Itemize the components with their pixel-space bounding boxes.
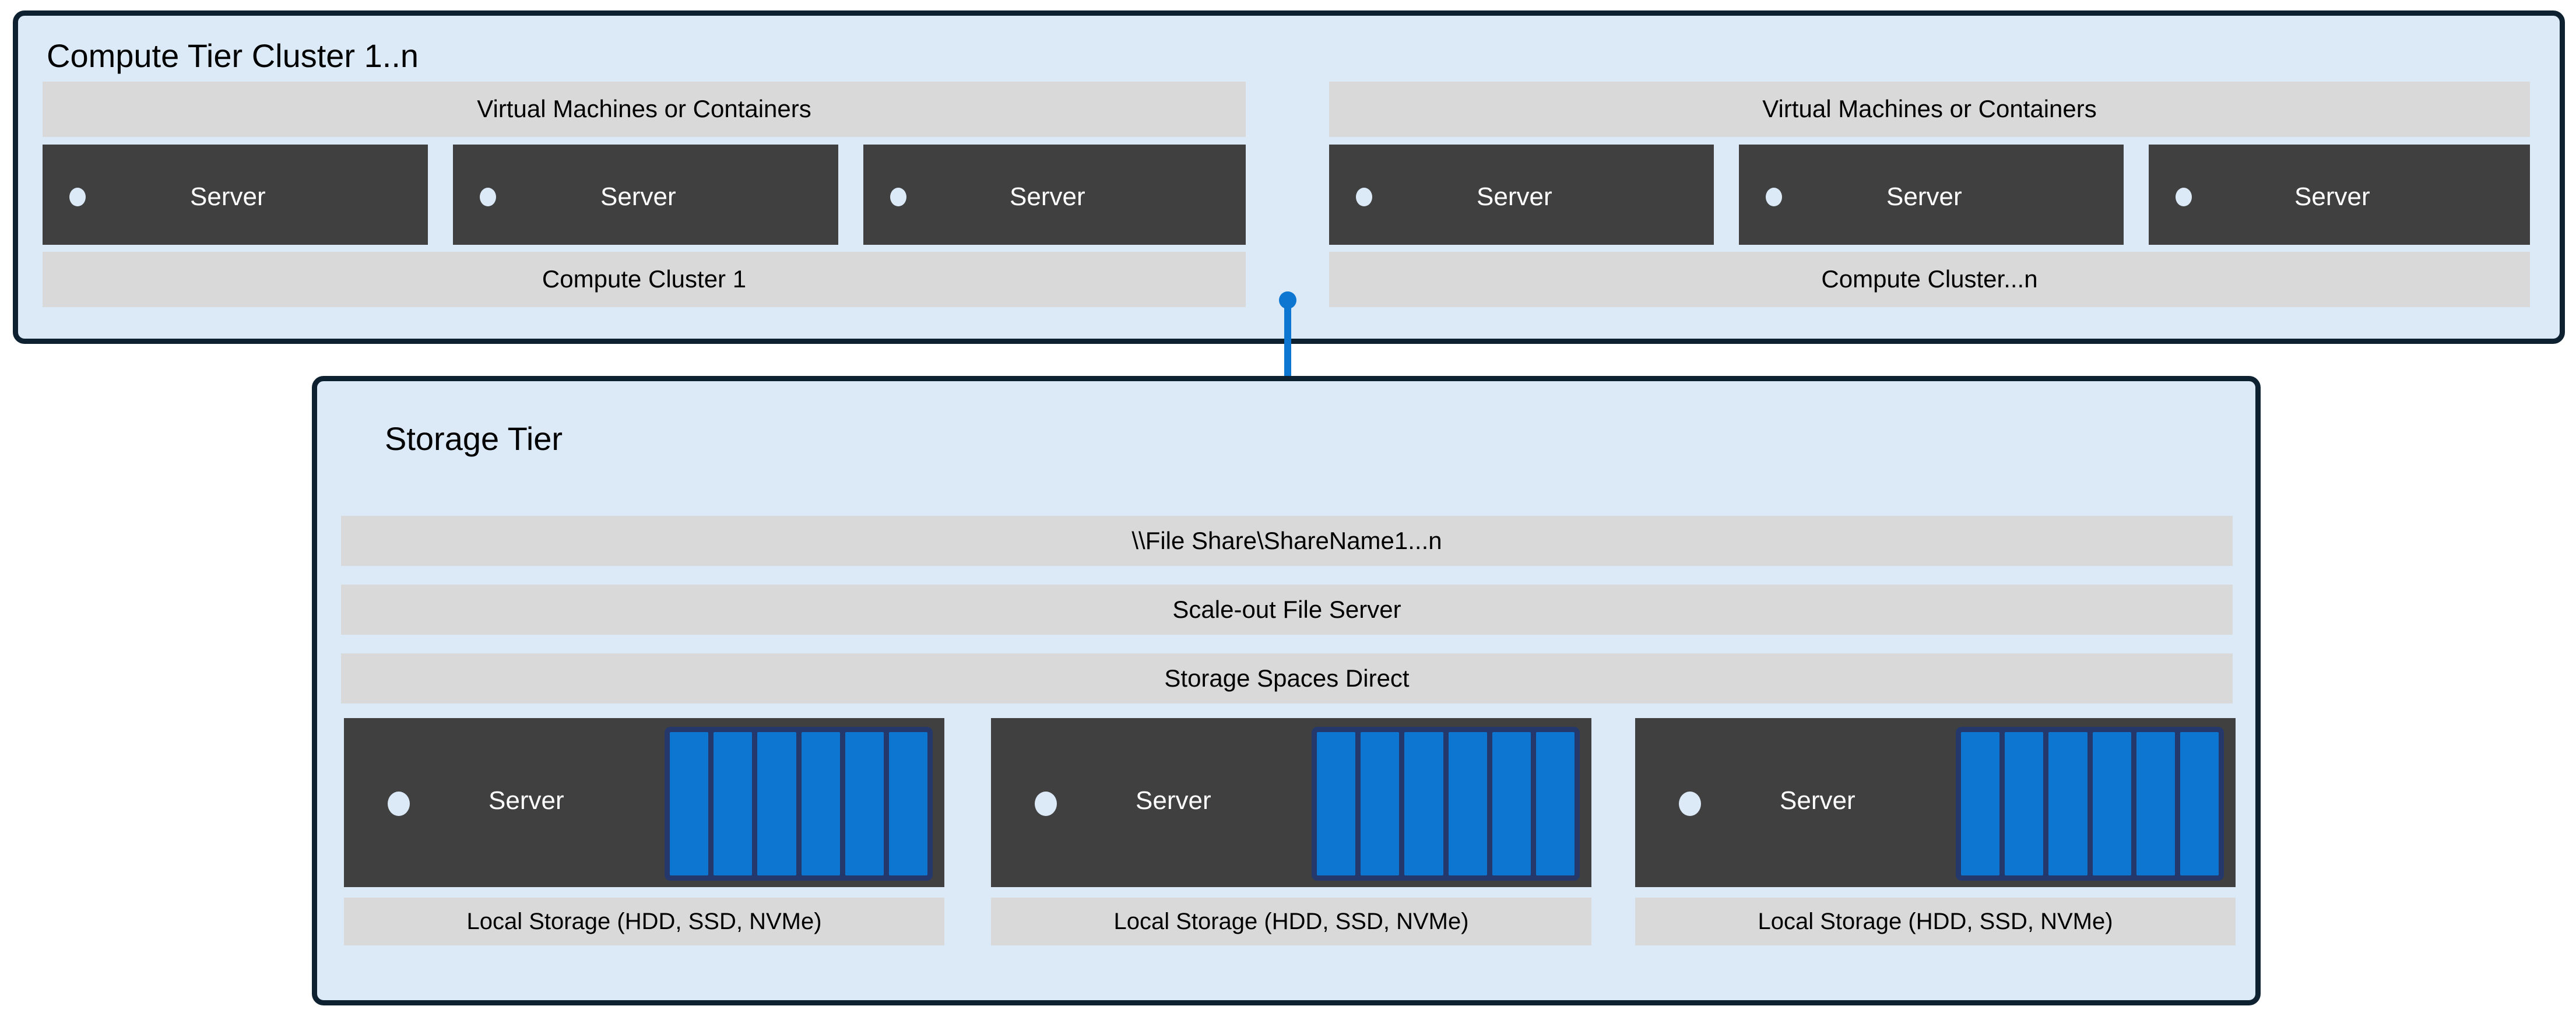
server-status-led [1766, 188, 1782, 206]
compute-tier-title: Compute Tier Cluster 1..n [47, 37, 419, 74]
disk-bay [757, 732, 796, 875]
disk-bay [1317, 732, 1356, 875]
storage-node-3-server: Server [1635, 718, 2236, 887]
disk-bay [714, 732, 753, 875]
cluster-1-server-3: Server [863, 145, 1246, 245]
server-status-led [1679, 792, 1701, 816]
storage-node-1-server: Server [344, 718, 944, 887]
disk-bay [1535, 732, 1575, 875]
server-label: Server [1477, 182, 1552, 211]
storage-band-scale-out-file-server: Scale-out File Server [341, 585, 2233, 635]
server-label: Server [600, 182, 676, 211]
server-label: Server [489, 786, 564, 815]
storage-node-3-local-storage-band: Local Storage (HDD, SSD, NVMe) [1635, 898, 2236, 945]
server-status-led [69, 188, 86, 206]
cluster-n-server-3: Server [2149, 145, 2530, 245]
disk-array [665, 727, 933, 881]
storage-node-1-local-storage-band: Local Storage (HDD, SSD, NVMe) [344, 898, 944, 945]
server-label: Server [1136, 786, 1211, 815]
disk-bay [2092, 732, 2131, 875]
cluster-1-server-1: Server [43, 145, 428, 245]
server-label: Server [1780, 786, 1855, 815]
cluster-n-name-band: Compute Cluster...n [1329, 252, 2530, 307]
disk-bay [2180, 732, 2219, 875]
cluster-1-server-2: Server [453, 145, 838, 245]
cluster-1-name-band: Compute Cluster 1 [43, 252, 1246, 307]
cluster-n-vm-band: Virtual Machines or Containers [1329, 82, 2530, 137]
disk-bay [1448, 732, 1487, 875]
server-status-led [2176, 188, 2192, 206]
storage-node-2-server: Server [991, 718, 1591, 887]
storage-band-storage-spaces-direct: Storage Spaces Direct [341, 653, 2233, 704]
cluster-1-vm-band: Virtual Machines or Containers [43, 82, 1246, 137]
disk-bay [845, 732, 884, 875]
server-status-led [890, 188, 906, 206]
disk-bay [670, 732, 709, 875]
server-label: Server [1886, 182, 1962, 211]
disk-array [1312, 727, 1580, 881]
disk-bay [2048, 732, 2087, 875]
server-status-led [1035, 792, 1057, 816]
cluster-n-server-1: Server [1329, 145, 1714, 245]
disk-array [1956, 727, 2224, 881]
server-label: Server [2294, 182, 2370, 211]
server-label: Server [190, 182, 266, 211]
disk-bay [2136, 732, 2175, 875]
server-label: Server [1010, 182, 1085, 211]
disk-bay [2005, 732, 2044, 875]
storage-tier-title: Storage Tier [385, 420, 563, 457]
disk-bay [1404, 732, 1443, 875]
disk-bay [801, 732, 840, 875]
cluster-n-server-2: Server [1739, 145, 2124, 245]
disk-bay [888, 732, 928, 875]
disk-bay [1361, 732, 1400, 875]
storage-node-2-local-storage-band: Local Storage (HDD, SSD, NVMe) [991, 898, 1591, 945]
server-status-led [388, 792, 410, 816]
storage-band-file-share: \\File Share\ShareName1...n [341, 516, 2233, 566]
disk-bay [1961, 732, 2000, 875]
server-status-led [480, 188, 496, 206]
disk-bay [1492, 732, 1531, 875]
server-status-led [1356, 188, 1372, 206]
